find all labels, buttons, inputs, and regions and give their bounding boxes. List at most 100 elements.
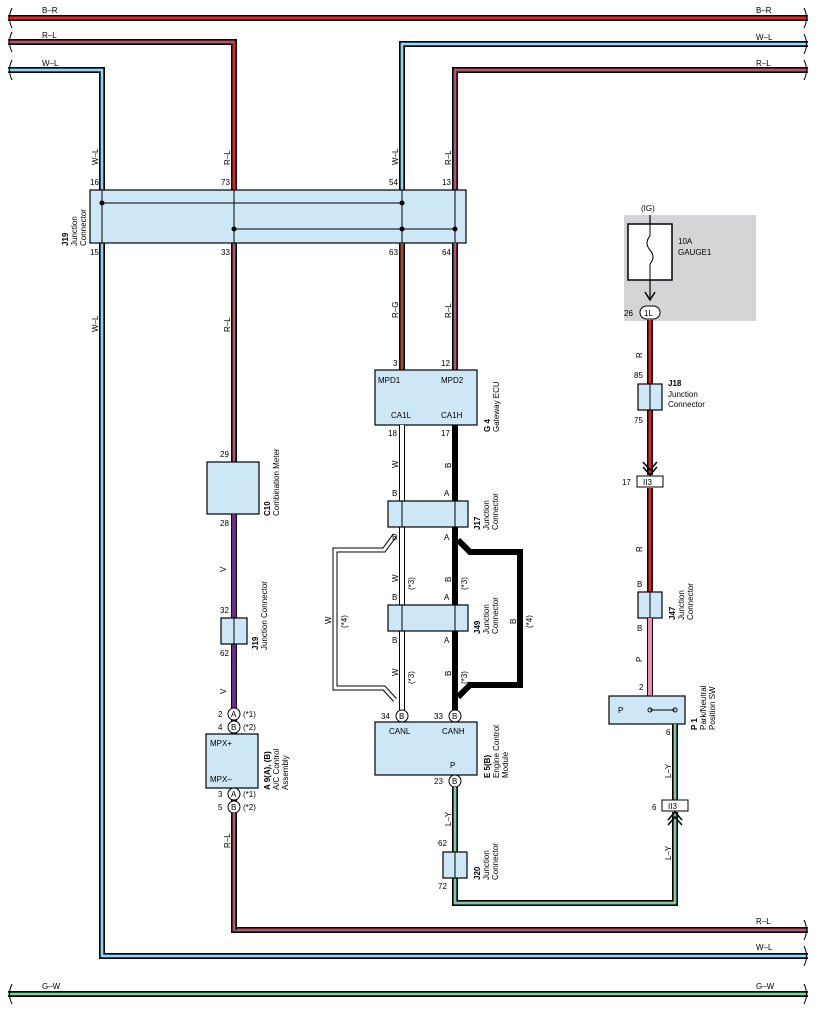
variant-b-bypass: (*4) <box>525 615 534 628</box>
variant-canh-low: (*3) <box>460 671 469 684</box>
j49-name-2: Connector <box>491 597 500 634</box>
j18-connector: 85 75 J18 Junction Connector <box>634 371 705 425</box>
bus-wl-top-right: W–L <box>399 33 808 190</box>
ii3-bot-conn: II3 <box>668 802 677 811</box>
wire-can-l: W W W <box>391 425 405 710</box>
j18-name-2: Connector <box>668 400 705 409</box>
wire-label-rl-4: R–L <box>223 833 232 848</box>
a9-code: A 9(A), (B) <box>263 751 272 790</box>
wire-label-b-1: B <box>444 463 453 468</box>
wire-label-w-3: W <box>391 668 400 676</box>
ecm-module: 34 B 33 B CANL CANH P 23 B E 5(B) Engine… <box>374 709 510 788</box>
wire-label-rl-3: R–L <box>223 317 232 332</box>
wire-can-h: B B B <box>444 425 458 710</box>
j19-pin-63: 63 <box>389 248 398 257</box>
bus-rl-label-right: R–L <box>756 59 771 68</box>
bus-wl-bottom: W–L <box>99 243 808 959</box>
a9-mpx-plus: MPX+ <box>210 739 232 748</box>
wire-label-r-1: R <box>635 352 644 358</box>
wire-label-wl-3: W–L <box>91 315 100 332</box>
ecm-pin-23: 23 <box>434 777 443 786</box>
wire-v-purple: V V <box>219 514 237 709</box>
j19-pin-33: 33 <box>221 248 230 257</box>
j17-pin-a-bot: A <box>444 533 450 542</box>
a9-name-2: Assembly <box>281 755 290 790</box>
ecm-pin-33: 33 <box>434 712 443 721</box>
wire-label-rl-2: R–L <box>444 150 453 165</box>
j19-mid-pin-62: 62 <box>220 649 229 658</box>
j20-pin-72: 72 <box>438 882 447 891</box>
wire-ly: L–Y L–Y L–Y <box>444 763 678 906</box>
j19-pin-54: 54 <box>389 178 398 187</box>
variant-w-bypass: (*4) <box>340 615 349 628</box>
j20-name-1: Junction <box>482 850 491 880</box>
ecm-conn-b-3: B <box>452 777 457 786</box>
g4-mpd1: MPD1 <box>378 376 401 385</box>
wire-label-b-bypass: B <box>509 619 518 624</box>
bus-wl-label-left: W–L <box>42 59 59 68</box>
bus-wl-top-left: W–L <box>8 59 105 190</box>
variant-canl-mid: (*3) <box>407 577 416 590</box>
wire-label-v-2: V <box>219 688 228 694</box>
j17-pin-a-top: A <box>444 489 450 498</box>
bus-wl-label-right: W–L <box>756 33 773 42</box>
j19-mid-pin-32: 32 <box>220 606 229 615</box>
bus-gw: G–W G–W <box>8 982 808 1005</box>
bus-br: B–R B–R <box>8 6 808 29</box>
p1-park-neutral-switch: 2 P 6 P 1 Park/Neutral Position SW <box>608 683 717 737</box>
j49-connector: B A B A J49 Junction Connector <box>387 593 500 645</box>
ecm-p: P <box>450 761 455 770</box>
wire-label-ly-1: L–Y <box>444 811 453 826</box>
j47-name-2: Connector <box>686 583 695 620</box>
a9-name-1: A/C Control <box>272 748 281 790</box>
fuse-block: (IG) 10A GAUGE1 26 1L <box>624 204 756 321</box>
j19-pin-15: 15 <box>90 248 99 257</box>
c10-combination-meter: 29 28 C10 Combination Meter <box>206 448 281 528</box>
j18-name-1: Junction <box>668 390 698 399</box>
variant-canl-low: (*3) <box>407 671 416 684</box>
j47-connector: B B J47 Junction Connector <box>637 580 695 633</box>
j17-pin-b-top: B <box>392 489 397 498</box>
j19-top-connector: 16 73 54 13 15 33 63 64 J19 Junction Con… <box>61 178 467 257</box>
bus-br-label-right: B–R <box>756 6 772 15</box>
fuse-rating: 10A <box>678 237 693 246</box>
a9-conn-a-2: A <box>231 790 237 799</box>
wire-p-pink: P <box>635 618 653 696</box>
bus-rl-label-left: R–L <box>42 31 57 40</box>
ii3-top-conn: II3 <box>643 478 652 487</box>
j49-pin-b-top: B <box>392 593 397 602</box>
bus-wl-label-bottom: W–L <box>756 943 773 952</box>
a9-conn-a-1: A <box>231 710 237 719</box>
a9-variant-2: (*2) <box>243 723 256 732</box>
bus-rl-top-right: R–L <box>452 59 808 190</box>
c10-name: Combination Meter <box>272 448 281 516</box>
g4-name: Gateway ECU <box>492 381 501 432</box>
p1-inner-p: P <box>618 706 623 715</box>
wire-rl-g4: R–L <box>444 243 458 370</box>
fuse-pin-26: 26 <box>624 309 633 318</box>
wire-label-rg: R–G <box>391 302 400 318</box>
j49-pin-b-bot: B <box>392 636 397 645</box>
wire-r-right: R R <box>635 320 653 592</box>
a9-mpx-minus: MPX– <box>210 775 232 784</box>
wire-label-wl-2: W–L <box>391 148 400 165</box>
a9-pin-2: 2 <box>218 710 223 719</box>
p1-pin-2: 2 <box>639 683 644 692</box>
c10-code: C10 <box>263 501 272 516</box>
wire-rg: R–G <box>391 243 405 370</box>
j17-name-1: Junction <box>482 500 491 530</box>
c10-pin-28: 28 <box>220 519 229 528</box>
g4-mpd2: MPD2 <box>441 376 464 385</box>
ecm-conn-b-2: B <box>452 712 457 721</box>
j18-code: J18 <box>668 379 682 388</box>
ecm-pin-34: 34 <box>381 712 390 721</box>
wire-label-v-1: V <box>219 566 228 572</box>
wire-label-b-2: B <box>444 577 453 582</box>
j49-code: J49 <box>473 620 482 634</box>
j20-code: J20 <box>473 866 482 880</box>
c10-pin-29: 29 <box>220 450 229 459</box>
wire-label-b-3: B <box>444 671 453 676</box>
j19-pin-16: 16 <box>90 178 99 187</box>
fuse-name: GAUGE1 <box>678 248 712 257</box>
